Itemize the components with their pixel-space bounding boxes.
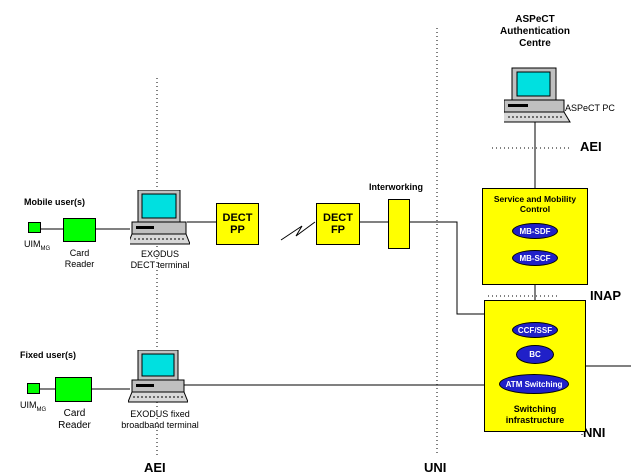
mobile-users-heading: Mobile user(s) xyxy=(24,197,86,207)
aei-bottom-label: AEI xyxy=(144,460,166,475)
mobile-terminal-icon xyxy=(130,190,190,245)
switching-title-line2: infrastructure xyxy=(505,415,565,425)
mobile-card-reader xyxy=(63,218,96,242)
mobile-card-reader-line1: Card xyxy=(69,248,90,258)
auth-centre-title-line2: Authentication xyxy=(500,26,570,37)
fixed-terminal-line1: EXODUS fixed xyxy=(130,409,190,419)
fixed-card-reader xyxy=(55,377,92,402)
fixed-card-reader-label: Card Reader xyxy=(52,408,97,432)
dect-pp-box: DECT PP xyxy=(216,203,259,245)
inap-label: INAP xyxy=(590,288,622,303)
smc-title: Service and Mobility Control xyxy=(483,194,587,214)
switching-title-line1: Switching xyxy=(513,404,557,414)
radio-link-zigzag xyxy=(280,221,316,241)
dect-fp-line1: DECT xyxy=(323,212,353,224)
atm-switching-oval: ATM Switching xyxy=(499,374,569,394)
fixed-uim-label: UIMMG xyxy=(20,400,46,413)
dect-pp-line2: PP xyxy=(230,224,245,236)
fixed-terminal-label: EXODUS fixed broadband terminal xyxy=(112,409,208,431)
auth-centre-title-line1: ASPeCT xyxy=(515,14,555,25)
mobile-terminal-line2: DECT terminal xyxy=(130,260,190,270)
nni-label: NNI xyxy=(583,425,606,440)
fixed-uim-main: UIM xyxy=(20,400,37,410)
smc-title-line1: Service and Mobility xyxy=(493,194,577,204)
mb-sdf-oval: MB-SDF xyxy=(512,223,558,239)
fixed-uim-card xyxy=(27,383,40,394)
switching-infrastructure-box: Switching infrastructure xyxy=(484,300,586,432)
ccf-ssf-oval: CCF/SSF xyxy=(512,322,558,338)
mobile-card-reader-line2: Reader xyxy=(64,259,95,269)
aspect-pc-label: ASPeCT PC xyxy=(565,103,615,113)
fixed-terminal-icon xyxy=(128,350,188,403)
dect-pp-line1: DECT xyxy=(222,212,253,224)
switching-title: Switching infrastructure xyxy=(485,404,585,426)
smc-title-line2: Control xyxy=(519,204,551,214)
fixed-card-reader-line1: Card xyxy=(63,408,86,419)
mobile-uim-label: UIMMG xyxy=(24,239,50,252)
link-interworking-switching xyxy=(410,221,484,315)
mobile-terminal-line1: EXODUS xyxy=(140,249,179,259)
auth-centre-title-line3: Centre xyxy=(519,38,551,49)
aspect-pc-icon xyxy=(504,67,571,123)
mb-scf-oval: MB-SCF xyxy=(512,250,558,266)
mobile-uim-main: UIM xyxy=(24,239,41,249)
dect-fp-box: DECT FP xyxy=(316,203,360,245)
interworking-label: Interworking xyxy=(369,182,424,192)
fixed-uim-sub: MG xyxy=(36,406,47,413)
mobile-terminal-label: EXODUS DECT terminal xyxy=(118,249,202,271)
fixed-terminal-line2: broadband terminal xyxy=(121,420,199,430)
fixed-users-heading: Fixed user(s) xyxy=(20,350,77,360)
mobile-card-reader-label: Card Reader xyxy=(57,248,102,270)
uni-bottom-label: UNI xyxy=(424,460,447,475)
bc-oval: BC xyxy=(516,345,554,364)
fixed-card-reader-line2: Reader xyxy=(58,420,91,431)
mobile-uim-sub: MG xyxy=(40,245,51,252)
aei-right-label: AEI xyxy=(580,139,602,154)
mobile-uim-card xyxy=(28,222,41,233)
dect-fp-line2: FP xyxy=(330,224,346,236)
interworking-box xyxy=(388,199,410,249)
auth-centre-title: ASPeCT Authentication Centre xyxy=(495,14,575,50)
